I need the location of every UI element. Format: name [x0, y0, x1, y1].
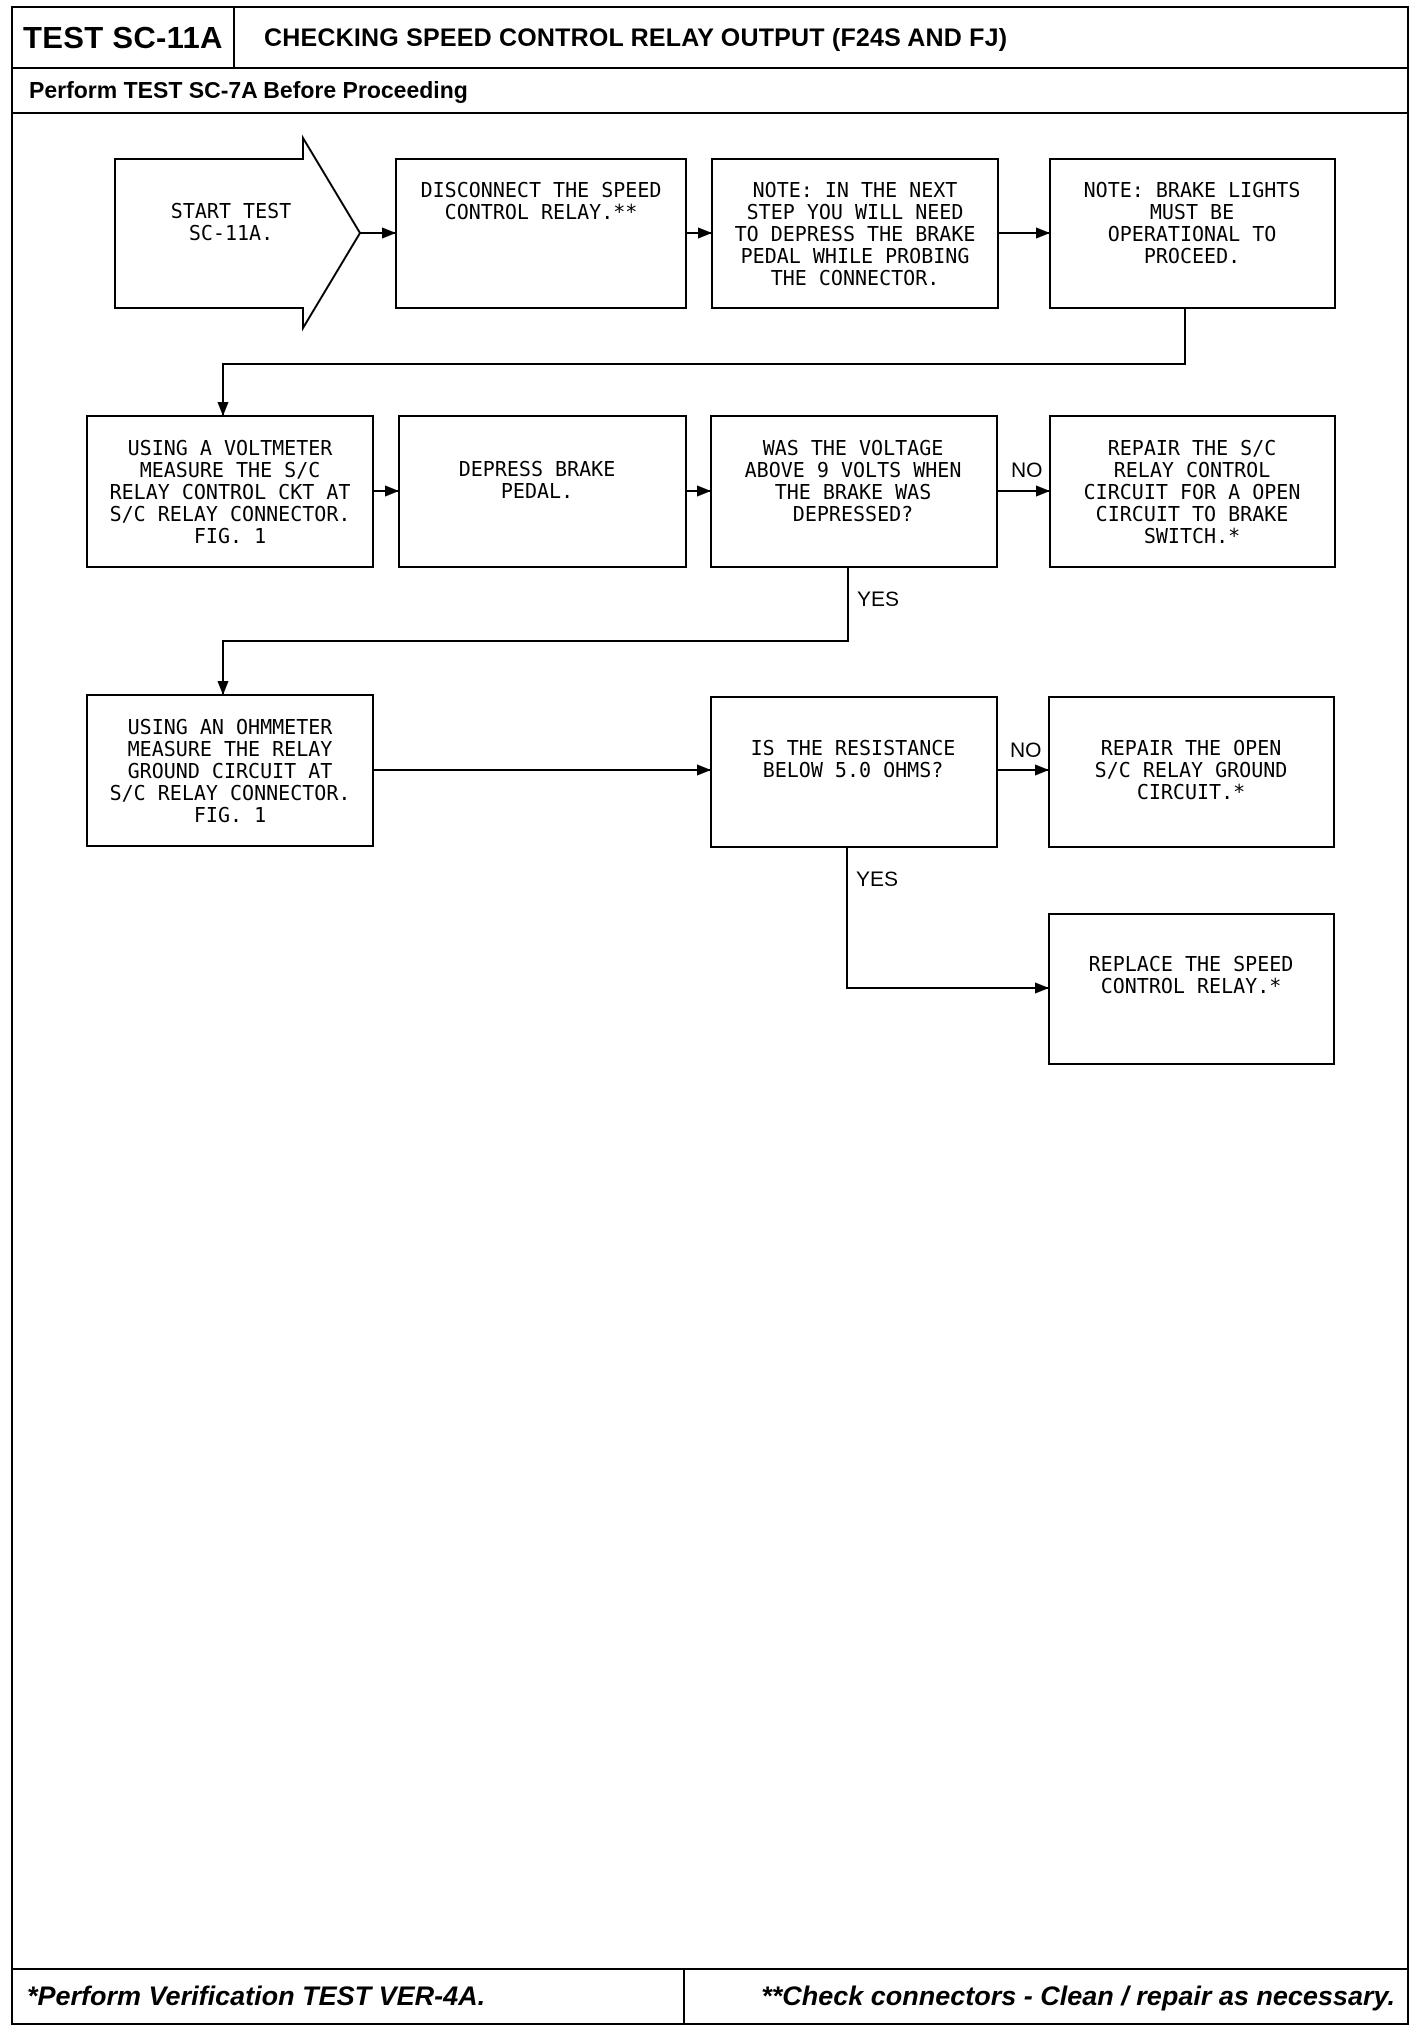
- repair-ground-line-1: REPAIR THE OPEN: [1101, 736, 1282, 760]
- arrow-yes-to-replace: [846, 847, 1049, 994]
- voltmeter-line-3: RELAY CONTROL CKT AT: [110, 480, 351, 504]
- note-lights-line-2: MUST BE: [1150, 200, 1234, 224]
- replace-line-2: CONTROL RELAY.*: [1101, 974, 1282, 998]
- footer-verification-note: *Perform Verification TEST VER-4A.: [13, 1970, 685, 2023]
- ohmmeter-line-2: MEASURE THE RELAY: [128, 737, 333, 761]
- note-lights-line-4: PROCEED.: [1144, 244, 1240, 268]
- voltmeter-line-1: USING A VOLTMETER: [128, 436, 334, 460]
- repair-ground-line-2: S/C RELAY GROUND: [1095, 758, 1288, 782]
- voltage-q-line-1: WAS THE VOLTAGE: [763, 436, 944, 460]
- repair-control-line-5: SWITCH.*: [1144, 524, 1240, 548]
- resistance-question-box: IS THE RESISTANCE BELOW 5.0 OHMS?: [710, 696, 998, 848]
- depress-line-1: DEPRESS BRAKE: [459, 457, 616, 481]
- no-label-voltage: NO: [1011, 459, 1043, 482]
- note-lights-line-3: OPERATIONAL TO: [1108, 222, 1277, 246]
- ohmmeter-line-5: FIG. 1: [194, 803, 266, 827]
- test-id: TEST SC-11A: [13, 8, 235, 67]
- start-node: START TEST SC-11A.: [114, 134, 362, 332]
- repair-control-line-3: CIRCUIT FOR A OPEN: [1084, 480, 1301, 504]
- ohmmeter-line-3: GROUND CIRCUIT AT: [128, 759, 333, 783]
- replace-relay-box: REPLACE THE SPEED CONTROL RELAY.*: [1048, 913, 1335, 1065]
- voltage-q-line-3: THE BRAKE WAS: [775, 480, 932, 504]
- footer-row: *Perform Verification TEST VER-4A. **Che…: [13, 1968, 1407, 2023]
- depress-brake-box: DEPRESS BRAKE PEDAL.: [398, 415, 687, 568]
- voltage-q-line-4: DEPRESSED?: [793, 502, 913, 526]
- repair-control-line-2: RELAY CONTROL: [1114, 458, 1271, 482]
- voltmeter-line-2: MEASURE THE S/C: [140, 458, 321, 482]
- arrow-note-to-voltmeter: [217, 308, 1186, 416]
- voltage-question-box: WAS THE VOLTAGE ABOVE 9 VOLTS WHEN THE B…: [710, 415, 998, 568]
- disconnect-line-1: DISCONNECT THE SPEED: [421, 178, 662, 202]
- note-depress-line-4: PEDAL WHILE PROBING: [741, 244, 970, 268]
- depress-line-2: PEDAL.: [501, 479, 573, 503]
- repair-control-box: REPAIR THE S/C RELAY CONTROL CIRCUIT FOR…: [1049, 415, 1336, 568]
- note-depress-line-1: NOTE: IN THE NEXT: [753, 178, 958, 202]
- repair-ground-box: REPAIR THE OPEN S/C RELAY GROUND CIRCUIT…: [1048, 696, 1335, 848]
- note-depress-line-3: TO DEPRESS THE BRAKE: [735, 222, 976, 246]
- arrow-yes-to-ohmmeter: [217, 567, 849, 695]
- note-depress-line-5: THE CONNECTOR.: [771, 266, 940, 290]
- voltmeter-line-4: S/C RELAY CONNECTOR.: [110, 502, 351, 526]
- ohmmeter-line-4: S/C RELAY CONNECTOR.: [110, 781, 351, 805]
- resistance-q-line-2: BELOW 5.0 OHMS?: [763, 758, 944, 782]
- voltmeter-box: USING A VOLTMETER MEASURE THE S/C RELAY …: [86, 415, 374, 568]
- repair-control-line-1: REPAIR THE S/C: [1108, 436, 1277, 460]
- resistance-q-line-1: IS THE RESISTANCE: [751, 736, 956, 760]
- note-lights-line-1: NOTE: BRAKE LIGHTS: [1084, 178, 1301, 202]
- page-frame: TEST SC-11A CHECKING SPEED CONTROL RELAY…: [11, 6, 1409, 2025]
- no-label-resistance: NO: [1010, 739, 1042, 762]
- connector-lines: [217, 227, 1186, 994]
- footer-connector-note: **Check connectors - Clean / repair as n…: [761, 1981, 1395, 2011]
- note-depress-box: NOTE: IN THE NEXT STEP YOU WILL NEED TO …: [711, 158, 999, 309]
- repair-control-line-4: CIRCUIT TO BRAKE: [1096, 502, 1289, 526]
- note-brake-lights-box: NOTE: BRAKE LIGHTS MUST BE OPERATIONAL T…: [1049, 158, 1336, 309]
- yes-label-resistance: YES: [856, 868, 898, 891]
- start-line-1: START TEST: [171, 199, 291, 223]
- yes-label-voltage: YES: [857, 588, 899, 611]
- repair-ground-line-3: CIRCUIT.*: [1137, 780, 1245, 804]
- header-row: TEST SC-11A CHECKING SPEED CONTROL RELAY…: [13, 8, 1407, 69]
- voltage-q-line-2: ABOVE 9 VOLTS WHEN: [745, 458, 962, 482]
- prerequisite-note: Perform TEST SC-7A Before Proceeding: [13, 69, 1407, 114]
- disconnect-relay-box: DISCONNECT THE SPEED CONTROL RELAY.**: [395, 158, 687, 309]
- start-line-2: SC-11A.: [189, 221, 273, 245]
- note-depress-line-2: STEP YOU WILL NEED: [747, 200, 964, 224]
- voltmeter-line-5: FIG. 1: [194, 524, 266, 548]
- disconnect-line-2: CONTROL RELAY.**: [445, 200, 638, 224]
- ohmmeter-box: USING AN OHMMETER MEASURE THE RELAY GROU…: [86, 694, 374, 847]
- replace-line-1: REPLACE THE SPEED: [1089, 952, 1294, 976]
- page-title: CHECKING SPEED CONTROL RELAY OUTPUT (F24…: [264, 24, 1008, 52]
- ohmmeter-line-1: USING AN OHMMETER: [128, 715, 334, 739]
